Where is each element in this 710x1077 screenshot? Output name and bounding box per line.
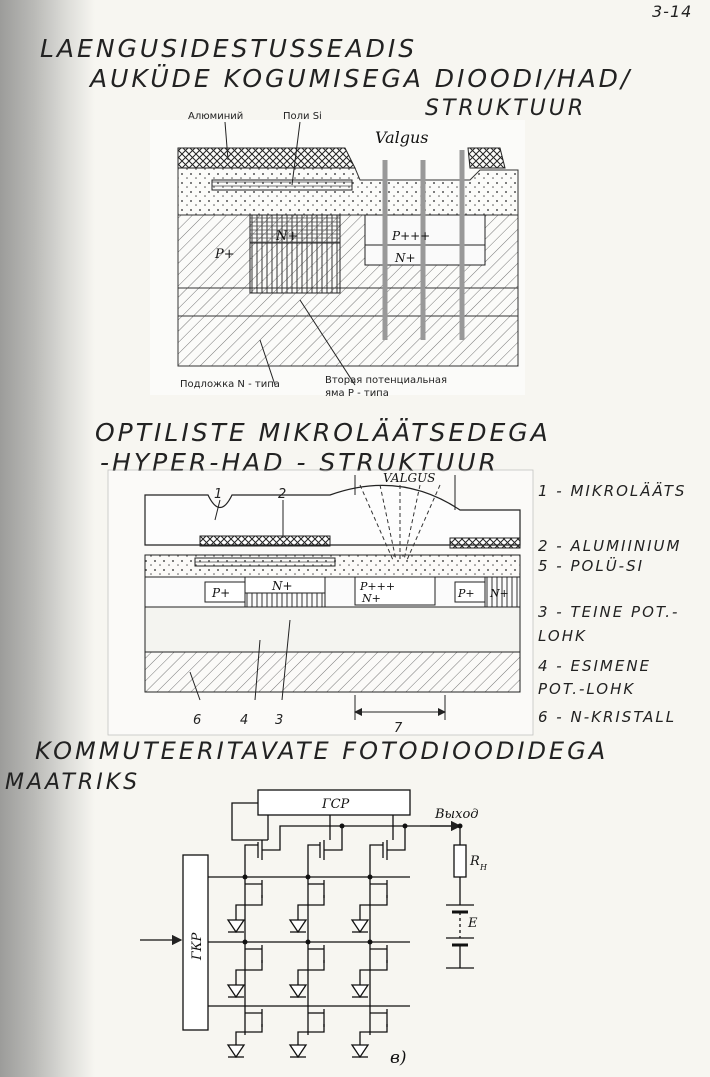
legend-item-3-cont: LOHK — [538, 627, 587, 645]
leader-6 — [189, 671, 201, 701]
label-light: Valgus — [375, 128, 429, 147]
column-switch-3 — [369, 826, 406, 878]
legend-item-4-cont: POT.-LOHK — [538, 680, 636, 698]
label-b: в) — [390, 1048, 407, 1068]
caption-substrate: Подложка N - типа — [180, 379, 280, 390]
callout-6: 6 — [193, 713, 201, 728]
oxide-layer-left — [177, 167, 386, 216]
leader-3 — [281, 619, 291, 701]
legend-item-1: 1 - MIKROLÄÄTS — [538, 482, 687, 500]
label-gsr: ГСР — [321, 797, 350, 812]
pixel-cell-2-3 — [350, 945, 388, 999]
callout-2: 2 — [278, 487, 286, 502]
title-line-7: MAATRIKS — [5, 770, 141, 795]
callout-3: 3 — [275, 713, 283, 728]
legend-item-4: 4 - ESIMENE — [538, 657, 652, 675]
aluminium-layer — [177, 147, 356, 169]
label-e: E — [467, 916, 478, 931]
light-rays-2 — [359, 484, 441, 561]
junction-dots — [242, 823, 463, 945]
page-number: 3-14 — [652, 2, 693, 21]
leader-1 — [214, 499, 221, 521]
label-p-plus-2a: P+ — [211, 586, 230, 600]
n-crystal-layer — [144, 651, 521, 693]
column-switch-1 — [244, 825, 410, 878]
title-line-3: STRUKTUUR — [425, 96, 587, 121]
label-output: Выход — [434, 807, 479, 822]
pixel-cell-3-3 — [350, 1009, 388, 1059]
photodiode-matrix-circuit — [140, 789, 474, 1059]
aluminium-layer-right — [467, 147, 506, 169]
pixel-cell-3-2 — [288, 1009, 325, 1059]
n-plus-top — [244, 576, 326, 594]
label-poly-si: Поли Si — [283, 111, 322, 122]
legend-item-5: 5 - POLÜ-SI — [538, 557, 645, 575]
caption-well-1: Вторая потенциальная — [325, 375, 447, 386]
gsr-register-box — [257, 789, 411, 816]
pointer-poly — [291, 121, 301, 186]
label-p-ppp-2: P+++ — [359, 580, 395, 593]
photodiode-p-ppp — [354, 576, 436, 606]
n-plus-well-top — [249, 214, 341, 244]
title-line-6: KOMMUTEERITAVATE FOTODIOODIDEGA — [35, 737, 609, 765]
pointer-substrate — [259, 339, 276, 386]
title-line-4: OPTILISTE MIKROLÄÄTSEDEGA — [95, 418, 551, 447]
column-switch-2 — [307, 826, 343, 878]
caption-well-2: яма Р - типа — [325, 388, 389, 399]
label-n-plus: N+ — [275, 229, 298, 244]
label-rn: R — [469, 854, 480, 869]
title-line-1: LAENGUSIDESTUSSEADIS — [40, 34, 418, 63]
pixel-cell-1-3 — [350, 880, 388, 934]
pixel-cell-3-1 — [226, 1009, 263, 1059]
legend-item-2: 2 - ALUMIINIUM — [538, 537, 682, 555]
scan-shadow — [0, 0, 95, 1077]
pixel-cell-2-1 — [226, 945, 263, 999]
label-p-plus-2b: P+ — [457, 587, 475, 600]
leader-4 — [254, 639, 261, 701]
label-p-plus: P+ — [214, 247, 235, 262]
callout-1: 1 — [214, 487, 222, 502]
callout-7: 7 — [394, 721, 403, 736]
legend-item-3: 3 - TEINE POT.- — [538, 603, 680, 621]
title-line-2: AUKÜDE KOGUMISEGA DIOODI/HAD/ — [90, 64, 633, 93]
pixel-cell-1-2 — [288, 880, 325, 934]
aluminium-strip-left — [199, 535, 331, 547]
label-rn-sub: Н — [479, 863, 488, 872]
label-n-plus-2a: N+ — [271, 579, 293, 593]
hyper-had-diagram: VALGUS 1 2 4 3 6 7 P+ N+ P+++ N+ P+ N+ — [107, 469, 534, 736]
had-structure-diagram: Алюминий Поли Si Valgus P+ N+ P+++ N+ По… — [150, 111, 525, 399]
poly-si-strip — [194, 557, 336, 567]
pointer-aluminium — [224, 121, 229, 161]
pointer-well — [299, 299, 356, 386]
substrate-layer — [177, 315, 519, 367]
well-layer — [144, 606, 521, 653]
label-n-plus-2b: N+ — [361, 592, 381, 605]
gsr-feedback-line — [231, 802, 268, 841]
pixel-cell-2-2 — [288, 945, 325, 999]
aluminium-strip-right — [449, 537, 521, 549]
poly-si-layer — [211, 179, 353, 191]
pixel-cell-1-1 — [226, 880, 263, 934]
load-resistor — [453, 844, 467, 878]
label-p-ppp: P+++ — [391, 229, 430, 243]
callout-4: 4 — [240, 713, 248, 728]
label-aluminium: Алюминий — [188, 111, 243, 122]
label-n-plus-2c: N+ — [489, 587, 509, 600]
microlens-layer — [144, 484, 521, 546]
label-gkr: ГКР — [190, 932, 205, 961]
legend-item-6: 6 - N-KRISTALL — [538, 708, 677, 726]
label-n-plus-2: N+ — [394, 251, 416, 265]
label-valgus-2: VALGUS — [383, 471, 435, 485]
